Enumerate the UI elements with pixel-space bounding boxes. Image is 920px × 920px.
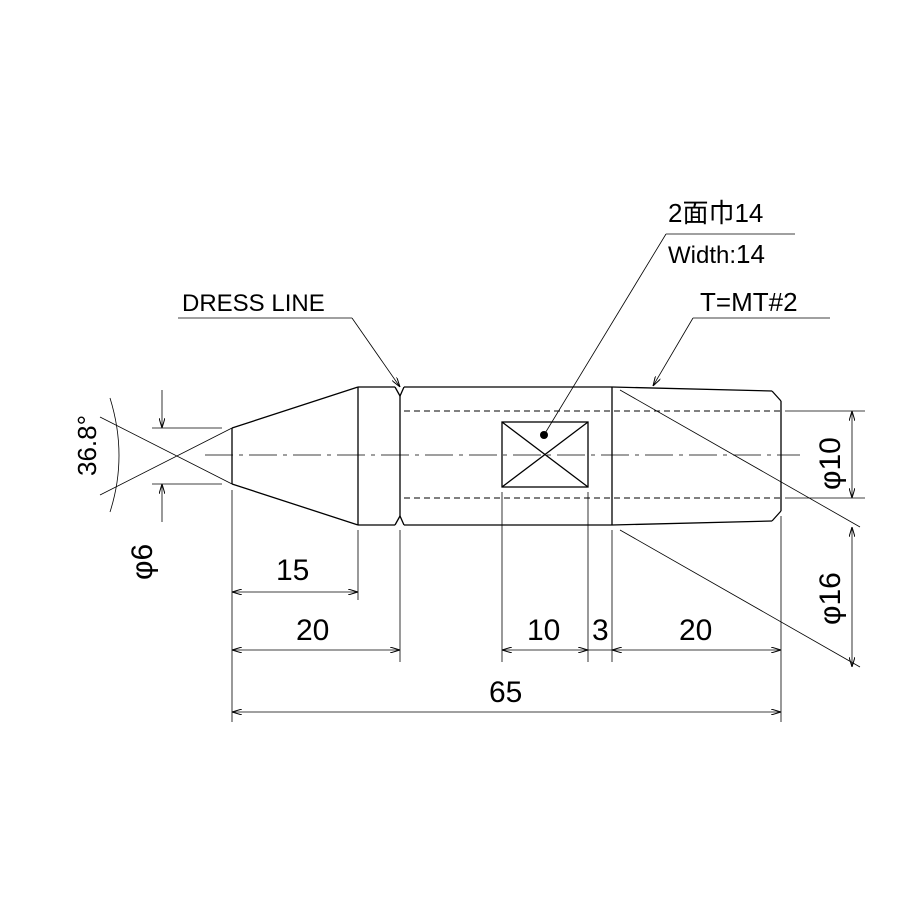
width-jp-label: 2面巾14: [668, 198, 763, 228]
dim-10: 10: [527, 614, 560, 647]
body-diameter-label: φ16: [814, 572, 847, 625]
dim-15: 15: [276, 554, 309, 587]
width-en-prefix: Width:: [668, 242, 736, 269]
leaders: [178, 233, 830, 436]
tip-diameter-label: φ6: [126, 544, 159, 580]
bore-diameter-label: φ10: [814, 437, 847, 490]
dimension-lines: [109, 390, 852, 712]
dress-line-label: DRESS LINE: [182, 290, 325, 317]
dim-20-left: 20: [296, 614, 329, 647]
angle-label: 36.8°: [72, 415, 102, 476]
extension-lines: [99, 389, 865, 722]
dim-65: 65: [489, 676, 522, 709]
dim-20-right: 20: [679, 614, 712, 647]
dim-3: 3: [592, 614, 609, 647]
angle-arc: [109, 397, 120, 513]
hidden-bore: [404, 410, 781, 499]
width-en-label: Width:14: [668, 239, 765, 269]
taper-label: T=MT#2: [700, 287, 798, 317]
width-en-value: 14: [736, 239, 765, 269]
part-outline: [231, 386, 782, 526]
